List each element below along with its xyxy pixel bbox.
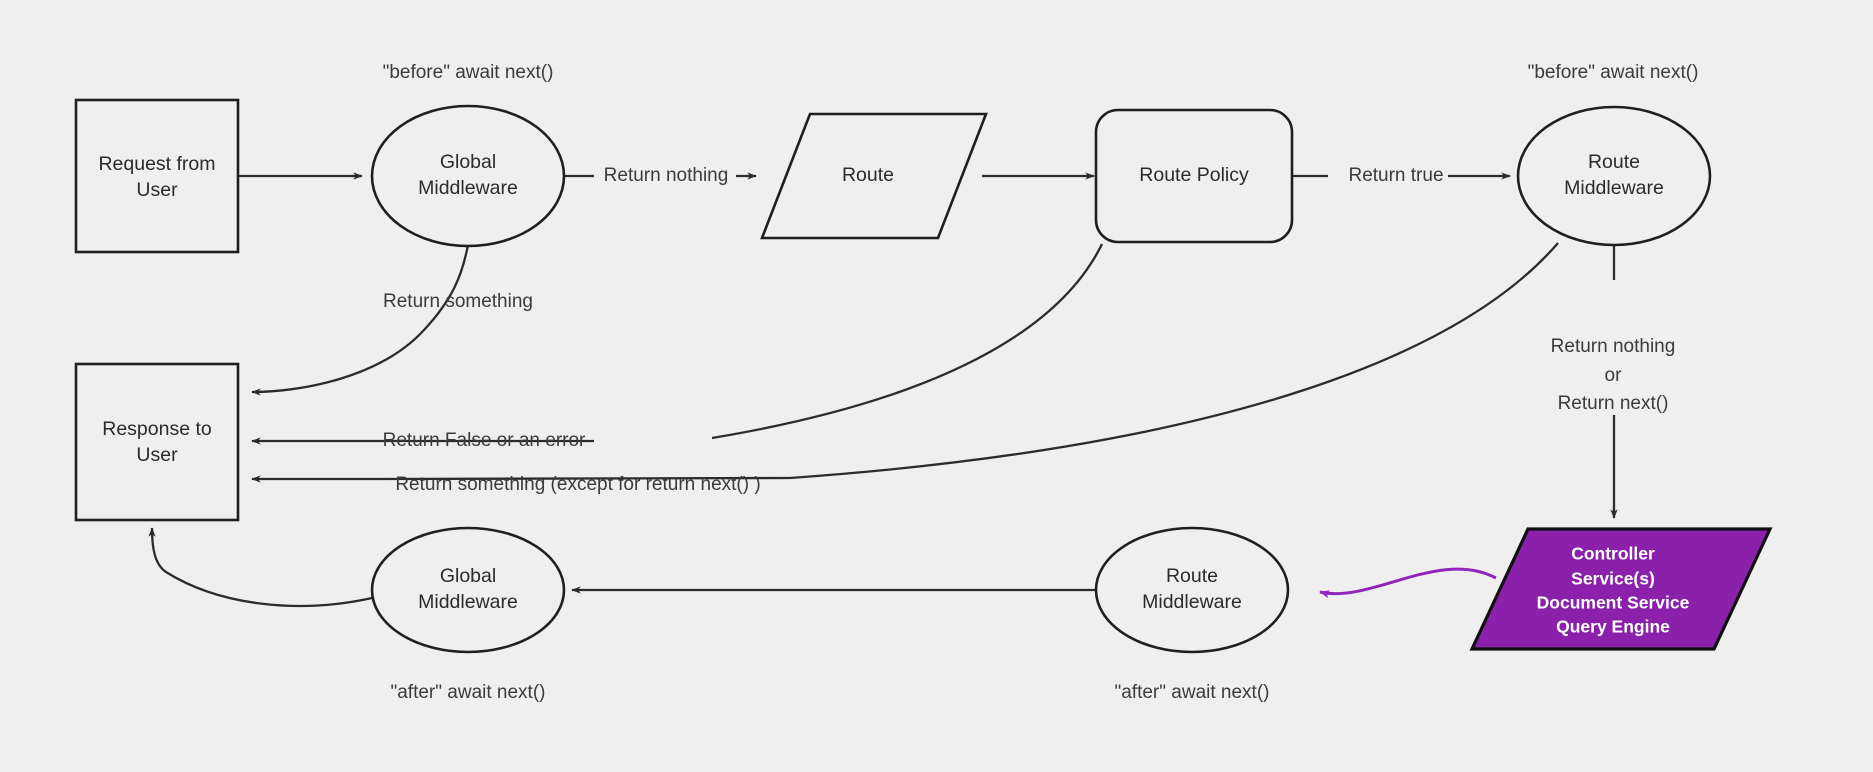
node-route-middleware-before[interactable] — [1516, 105, 1712, 247]
node-route-mw-after-label-line1: Route — [1166, 565, 1218, 587]
annotation-after-route-middleware: "after" await next() — [1115, 682, 1270, 703]
node-controller-label-line4: Query Engine — [1556, 617, 1670, 637]
edge-global-after-to-response — [148, 527, 373, 608]
node-route[interactable] — [760, 112, 988, 240]
node-response-label-line2: User — [136, 444, 178, 466]
node-request-label-line1: Request from — [98, 153, 215, 175]
edge-controller-to-routemw-after — [1319, 567, 1497, 599]
node-route-label: Route — [842, 164, 894, 186]
annotation-before-route-middleware: "before" await next() — [1528, 62, 1699, 83]
annotation-after-global-middleware: "after" await next() — [391, 682, 546, 703]
edge-routemw-return-something-mid — [369, 476, 791, 481]
node-global-before-label-line1: Global — [440, 151, 496, 173]
node-response-label-line1: Response to — [102, 418, 212, 440]
node-response-to-user[interactable] — [74, 362, 240, 522]
node-route-middleware-after[interactable] — [1094, 526, 1290, 654]
node-global-after-label-line2: Middleware — [418, 591, 518, 613]
node-global-middleware-before[interactable] — [370, 104, 566, 248]
edge-label-return-something-except: Return something (except for return next… — [395, 474, 760, 495]
edge-label-return-true: Return true — [1348, 165, 1443, 186]
node-route-mw-after-label-line2: Middleware — [1142, 591, 1242, 613]
node-controller-label-line3: Document Service — [1537, 593, 1690, 613]
node-controller-label-line2: Service(s) — [1571, 569, 1655, 589]
node-request-from-user[interactable] — [74, 98, 240, 254]
edge-label-controller-branch-line2: or — [1605, 365, 1623, 386]
node-route-mw-before-label-line2: Middleware — [1564, 177, 1664, 199]
edge-policy-return-false-right — [711, 243, 1104, 440]
node-global-middleware-after[interactable] — [370, 526, 566, 654]
edge-routemw-return-something-right — [789, 242, 1559, 480]
node-controller-services[interactable] — [1469, 527, 1773, 651]
node-route-policy-label: Route Policy — [1139, 164, 1249, 186]
node-request-label-line2: User — [136, 179, 178, 201]
edge-global-return-something-to-response — [251, 244, 470, 396]
annotation-before-global-middleware: "before" await next() — [383, 62, 554, 83]
edge-label-return-nothing: Return nothing — [604, 165, 729, 186]
edge-label-controller-branch-line3: Return next() — [1558, 393, 1669, 414]
node-route-mw-before-label-line1: Route — [1588, 151, 1640, 173]
node-global-after-label-line1: Global — [440, 565, 496, 587]
node-route-policy[interactable] — [1094, 108, 1294, 244]
node-global-before-label-line2: Middleware — [418, 177, 518, 199]
edge-label-return-false-or-error: Return False or an error — [383, 430, 586, 451]
node-controller-label-line1: Controller — [1571, 544, 1655, 564]
edge-label-return-something: Return something — [383, 291, 533, 312]
edge-label-controller-branch-line1: Return nothing — [1551, 336, 1676, 357]
